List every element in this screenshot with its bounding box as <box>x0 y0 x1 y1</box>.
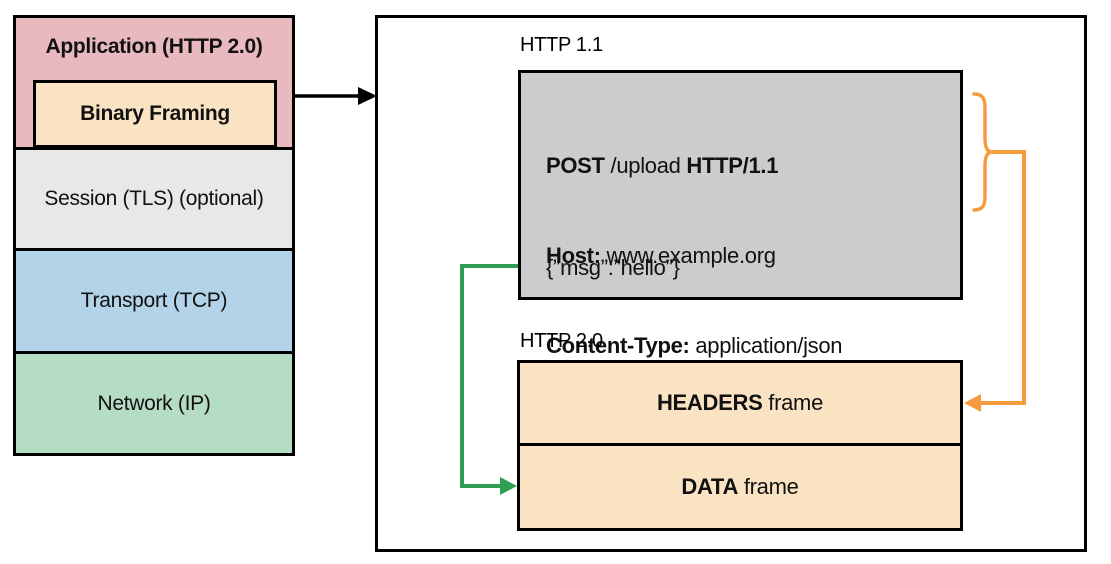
content-type-header: Content-Type: application/json <box>546 331 843 361</box>
layer-binary-framing-label: Binary Framing <box>80 102 230 125</box>
http11-request-headers: POST /upload HTTP/1.1 Host: www.example.… <box>546 91 843 511</box>
host-header-key: Host: <box>546 243 601 268</box>
http20-section-label: HTTP 2.0 <box>520 330 603 352</box>
http11-request-body: {”msg”:”hello”} <box>546 255 680 280</box>
layer-session-label: Session (TLS) (optional) <box>44 187 264 210</box>
content-type-value: application/json <box>689 333 843 358</box>
request-path: /upload <box>604 153 687 178</box>
request-version: HTTP/1.1 <box>686 153 779 178</box>
layer-binary-framing: Binary Framing <box>33 80 277 148</box>
headers-frame-label-rest: frame <box>762 390 824 415</box>
http11-request-box: POST /upload HTTP/1.1 Host: www.example.… <box>518 70 963 448</box>
layer-network-label: Network (IP) <box>97 391 211 415</box>
host-header: Host: www.example.org <box>546 241 842 271</box>
request-line: POST /upload HTTP/1.1 <box>546 151 842 181</box>
layer-transport-label: Transport (TCP) <box>80 289 228 312</box>
data-frame-label-bold: DATA <box>681 474 739 499</box>
headers-frame-box: HEADERS frame <box>517 360 963 446</box>
layer-session: Session (TLS) (optional) <box>13 147 295 251</box>
http11-section-label: HTTP 1.1 <box>520 34 603 56</box>
request-method: POST <box>546 153 605 178</box>
layer-transport: Transport (TCP) <box>13 248 295 354</box>
data-frame-box: DATA frame <box>517 443 963 531</box>
content-type-key: Content-Type: <box>546 333 690 358</box>
host-header-value: www.example.org <box>600 243 776 268</box>
layer-network: Network (IP) <box>13 351 295 456</box>
headers-frame-label-bold: HEADERS <box>656 390 763 415</box>
data-frame-label-rest: frame <box>738 474 799 499</box>
layer-application-label: Application (HTTP 2.0) <box>45 35 263 58</box>
